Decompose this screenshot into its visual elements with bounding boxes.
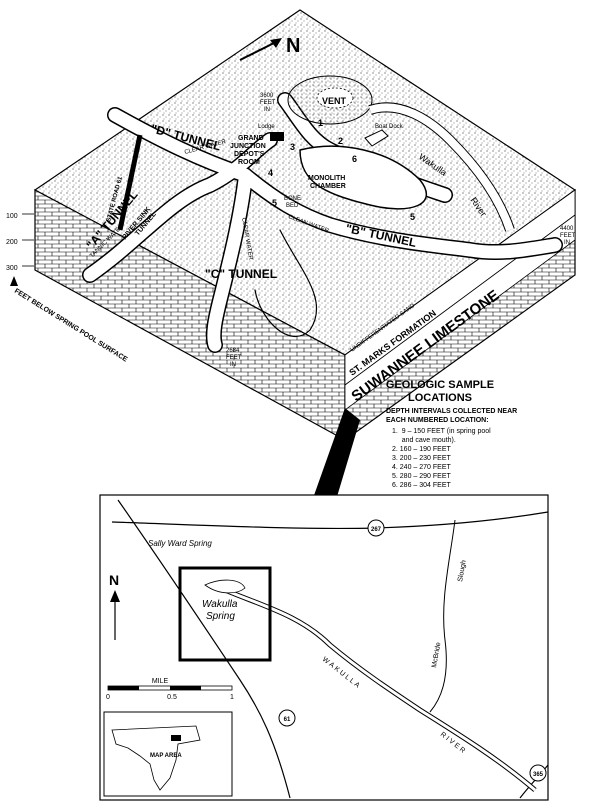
road-267-label: 267 bbox=[371, 527, 382, 533]
label-2684-num: 2684 bbox=[226, 348, 240, 354]
depth-100: 100 bbox=[6, 213, 18, 220]
road-shield-61 bbox=[278, 709, 296, 727]
label-room: ROOM bbox=[238, 159, 260, 166]
site-number: 6 bbox=[352, 154, 357, 164]
scale-bar: MILE 0 0.5 1 bbox=[106, 678, 234, 701]
label-4400-in: IN bbox=[564, 240, 570, 246]
legend-item: and cave mouth). bbox=[392, 437, 456, 444]
sample-legend: GEOLOGIC SAMPLE LOCATIONS DEPTH INTERVAL… bbox=[386, 379, 517, 489]
map-area-label: MAP AREA bbox=[150, 753, 182, 759]
block-north-label: N bbox=[286, 35, 300, 57]
label-junction: JUNCTION bbox=[230, 143, 266, 150]
mcbride-slough bbox=[429, 519, 456, 713]
map-area-marker bbox=[171, 735, 181, 741]
legend-item: 3. 200 – 230 FEET bbox=[392, 455, 451, 462]
wakulla-river-map-inner bbox=[224, 588, 536, 792]
location-map: 267 61 365 Sally Ward Spring Wakulla Spr… bbox=[99, 494, 549, 801]
label-boat-dock: Boat Dock bbox=[375, 124, 404, 130]
label-bed: BED bbox=[286, 203, 299, 209]
label-2684-in: IN bbox=[230, 362, 236, 368]
b-tunnel-loop bbox=[254, 229, 318, 337]
label-2684-feet: FEET bbox=[226, 355, 242, 361]
depth-200: 200 bbox=[6, 239, 18, 246]
site-number: 2 bbox=[338, 136, 343, 146]
legend-item: 2. 160 – 190 FEET bbox=[392, 446, 451, 453]
legend-subtitle-2: EACH NUMBERED LOCATION: bbox=[386, 417, 489, 424]
scale-05: 0.5 bbox=[167, 694, 177, 701]
road-365-label: 365 bbox=[533, 772, 544, 778]
florida-outline bbox=[111, 725, 201, 791]
block-diagram: N VENT Lodge Boat Dock Wakulla River STA… bbox=[6, 9, 577, 442]
road-shield-365 bbox=[529, 764, 547, 782]
legend-item: 1. 9 – 150 FEET (in spring pool bbox=[392, 428, 491, 435]
site-number: 5 bbox=[410, 212, 415, 222]
sample-sites: 1 2 3 4 5 5 6 bbox=[268, 118, 415, 222]
label-bone: BONE bbox=[284, 196, 301, 202]
label-chamber: CHAMBER bbox=[310, 183, 346, 190]
site-number: 3 bbox=[290, 142, 295, 152]
inset-map: MAP AREA bbox=[103, 711, 233, 797]
label-lodge: Lodge bbox=[258, 124, 275, 130]
block-north-arrow: N bbox=[239, 35, 300, 61]
north-arrow-icon bbox=[110, 590, 120, 602]
road-61 bbox=[117, 499, 291, 799]
site-number: 1 bbox=[318, 118, 323, 128]
slough-label: Slough bbox=[457, 560, 468, 583]
map-north-label: N bbox=[109, 572, 119, 588]
legend-title-1: GEOLOGIC SAMPLE bbox=[386, 379, 494, 391]
label-4400-num: 4400 bbox=[560, 226, 574, 232]
road-shield-267 bbox=[367, 519, 385, 537]
vent-area bbox=[316, 87, 354, 109]
sally-ward-label: Sally Ward Spring bbox=[148, 539, 212, 548]
legend-item: 6. 286 – 304 FEET bbox=[392, 482, 451, 489]
scale-1: 1 bbox=[230, 694, 234, 701]
wakulla-spring-label-2: Spring bbox=[206, 611, 235, 622]
map-north-arrow: N bbox=[109, 572, 120, 640]
label-c-tunnel: "C" TUNNEL bbox=[205, 267, 277, 281]
wakulla-spring-label-1: Wakulla bbox=[202, 599, 238, 610]
wakulla-river-inner bbox=[368, 103, 514, 232]
label-3600-feet: FEET bbox=[260, 100, 276, 106]
label-depots: DEPOT'S bbox=[234, 151, 265, 158]
site-number: 4 bbox=[268, 168, 273, 178]
legend-title-2: LOCATIONS bbox=[408, 392, 472, 404]
wakulla-spring-box bbox=[178, 566, 272, 662]
scale-0: 0 bbox=[106, 694, 110, 701]
depth-300: 300 bbox=[6, 265, 18, 272]
legend-subtitle-1: DEPTH INTERVALS COLLECTED NEAR bbox=[386, 408, 517, 415]
tunnel-network-fill bbox=[83, 93, 562, 352]
state-road-61 bbox=[117, 134, 143, 231]
cave-system bbox=[82, 92, 563, 353]
label-monolith: MONOLITH bbox=[308, 175, 345, 182]
depth-arrow-icon bbox=[10, 276, 18, 286]
label-3600-in: IN bbox=[264, 107, 270, 113]
label-3600-num: 3600 bbox=[260, 93, 274, 99]
boat-dock bbox=[364, 129, 389, 147]
monolith-chamber-loop bbox=[299, 145, 427, 210]
mcbride-label: McBride bbox=[431, 642, 442, 669]
spring-pool-map bbox=[204, 579, 246, 594]
legend-item: 4. 240 – 270 FEET bbox=[392, 464, 451, 471]
lodge-building bbox=[270, 132, 284, 141]
road-61-label: 61 bbox=[284, 717, 291, 723]
legend-item: 5. 280 – 290 FEET bbox=[392, 473, 451, 480]
scale-title: MILE bbox=[152, 678, 169, 685]
suwannee-band bbox=[344, 214, 576, 411]
label-vent: VENT bbox=[322, 96, 347, 106]
label-4400-feet: FEET bbox=[560, 233, 576, 239]
label-grand: GRAND bbox=[238, 135, 264, 142]
site-number: 5 bbox=[272, 198, 277, 208]
